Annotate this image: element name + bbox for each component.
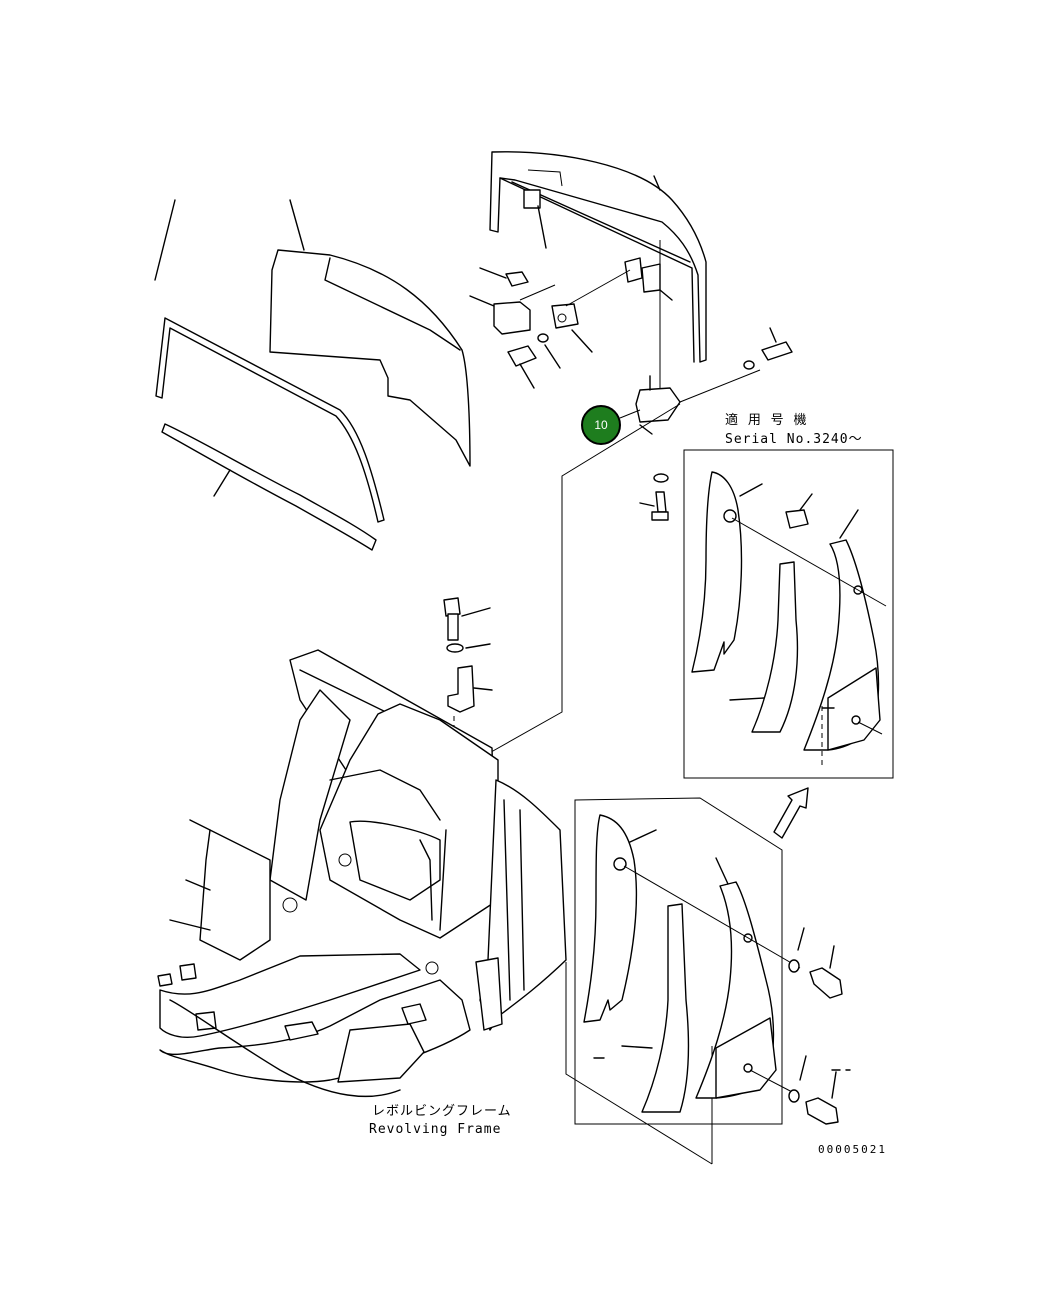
part-callout-10[interactable]: 10 bbox=[581, 405, 641, 445]
serial-note-en: Serial No.3240～ bbox=[725, 432, 863, 447]
frame-label-en: Revolving Frame bbox=[369, 1122, 501, 1137]
callout-number[interactable]: 10 bbox=[594, 418, 608, 432]
leader-line bbox=[483, 403, 681, 757]
serial-note-jp: 適 用 号 機 bbox=[725, 412, 807, 428]
lower-panel-group bbox=[565, 797, 851, 1165]
callout-marker[interactable] bbox=[581, 405, 621, 445]
frame-label-jp: レボルビングフレーム bbox=[372, 1104, 512, 1119]
rear-cover-assembly bbox=[469, 151, 793, 521]
insulation-panel bbox=[269, 199, 471, 467]
drawing-number: 00005021 bbox=[818, 1143, 887, 1156]
window-seal-assembly bbox=[154, 199, 385, 551]
serial-variant-group bbox=[683, 449, 894, 779]
revolving-frame bbox=[157, 597, 567, 1098]
direction-arrow bbox=[773, 787, 809, 839]
